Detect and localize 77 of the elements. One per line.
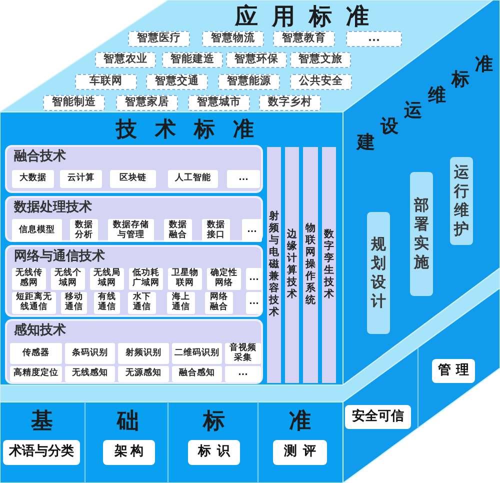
technology-tag: 数据存储与管理 [108,219,154,242]
technology-tag: 大数据 [12,170,54,188]
application-tag: 数字乡村 [259,95,321,111]
technology-tag: 无线感知 [65,366,115,382]
technology-tag: ... [225,366,261,382]
panel-title: 感知技术 [14,323,66,339]
base-standard-tag: 管理 [432,359,475,383]
application-tag: 智能制造 [43,95,105,111]
panel-title: 融合技术 [14,149,66,165]
application-tag: 智慧能源 [218,74,280,90]
technology-tag: 数据分析 [70,219,98,242]
base-standard-tag: 测评 [273,440,327,465]
technology-tag: 水下通信 [128,292,156,314]
technology-tag: 低功耗广域网 [129,268,163,290]
application-tag: 智慧环保 [226,52,287,68]
phase-bar: 部署实施 [410,172,433,296]
face-title: 基础标准 [30,408,312,434]
technology-column: 数字孪生技术 [322,147,336,383]
application-tag: 公共安全 [290,74,352,90]
application-tag: ... [346,31,402,47]
technology-tag: 传感器 [10,343,62,364]
technology-panel [5,245,263,317]
application-tag: 智慧农业 [95,52,156,68]
technology-tag: 数据接口 [202,219,230,242]
technology-panel [5,319,263,384]
base-standard-tag: 架构 [103,440,155,465]
technology-column: 射频与电磁兼容技术 [267,147,281,383]
technology-tag: 音视频采集 [225,343,261,364]
face-title: 应用标准 [234,3,384,32]
technology-tag: 融合感知 [172,366,222,382]
technology-tag: 射频识别 [118,343,169,364]
technology-panel [5,196,263,242]
technology-tag: ... [227,170,260,188]
technology-tag: 二维码识别 [172,343,222,364]
technology-tag: 有线通信 [94,292,120,314]
technology-tag: 短距离无线通信 [12,292,56,314]
application-tag: 智慧城市 [188,95,250,111]
technology-tag: 无线局域网 [90,268,124,290]
technology-tag: 条码识别 [65,343,115,364]
technology-tag: 海上通信 [167,292,195,314]
technology-tag: ... [246,292,262,314]
panel-title: 数据处理技术 [14,200,92,216]
technology-tag: 区块链 [110,170,156,188]
technology-tag: 人工智能 [168,170,218,188]
technology-column: 边缘计算技术 [285,147,299,383]
technology-tag: 高精度定位 [10,366,62,382]
face-title: 建设运维标准 [356,54,494,152]
technology-tag: 无线传感网 [12,268,46,290]
application-tag: 智慧交通 [146,74,208,90]
technology-tag: 无线个域网 [51,268,85,290]
technology-tag: 卫星物联网 [168,268,202,290]
technology-tag: ... [246,268,262,290]
technology-tag: 网络融合 [205,292,233,314]
technology-panel [5,145,263,193]
phase-bar: 规划设计 [367,212,390,334]
base-standard-tag: 安全可信 [345,405,411,429]
application-tag: 智慧文旅 [290,52,351,68]
technology-tag: 无源感知 [118,366,169,382]
cube-front-face [0,112,343,385]
face-title: 技术标准 [114,116,264,143]
technology-tag: 云计算 [60,170,102,188]
phase-bar: 运行维护 [450,157,473,245]
application-tag: 智慧家居 [116,95,178,111]
panel-title: 网络与通信技术 [14,249,105,265]
technology-tag: 数据融合 [164,219,192,242]
application-tag: 车联网 [75,74,137,90]
technology-tag: ... [242,219,262,242]
base-standard-tag: 术语与分类 [3,440,80,465]
technology-tag: 确定性网络 [207,268,241,290]
technology-tag: 信息模型 [12,219,62,242]
application-tag: 智慧教育 [273,31,335,47]
application-tag: 智慧物流 [202,31,264,47]
technology-tag: 移动通信 [61,292,87,314]
base-standard-tag: 标识 [188,440,240,465]
application-tag: 智慧医疗 [128,31,190,47]
technology-column: 物联网操作系统 [303,147,318,383]
application-tag: 智能建造 [162,52,223,68]
